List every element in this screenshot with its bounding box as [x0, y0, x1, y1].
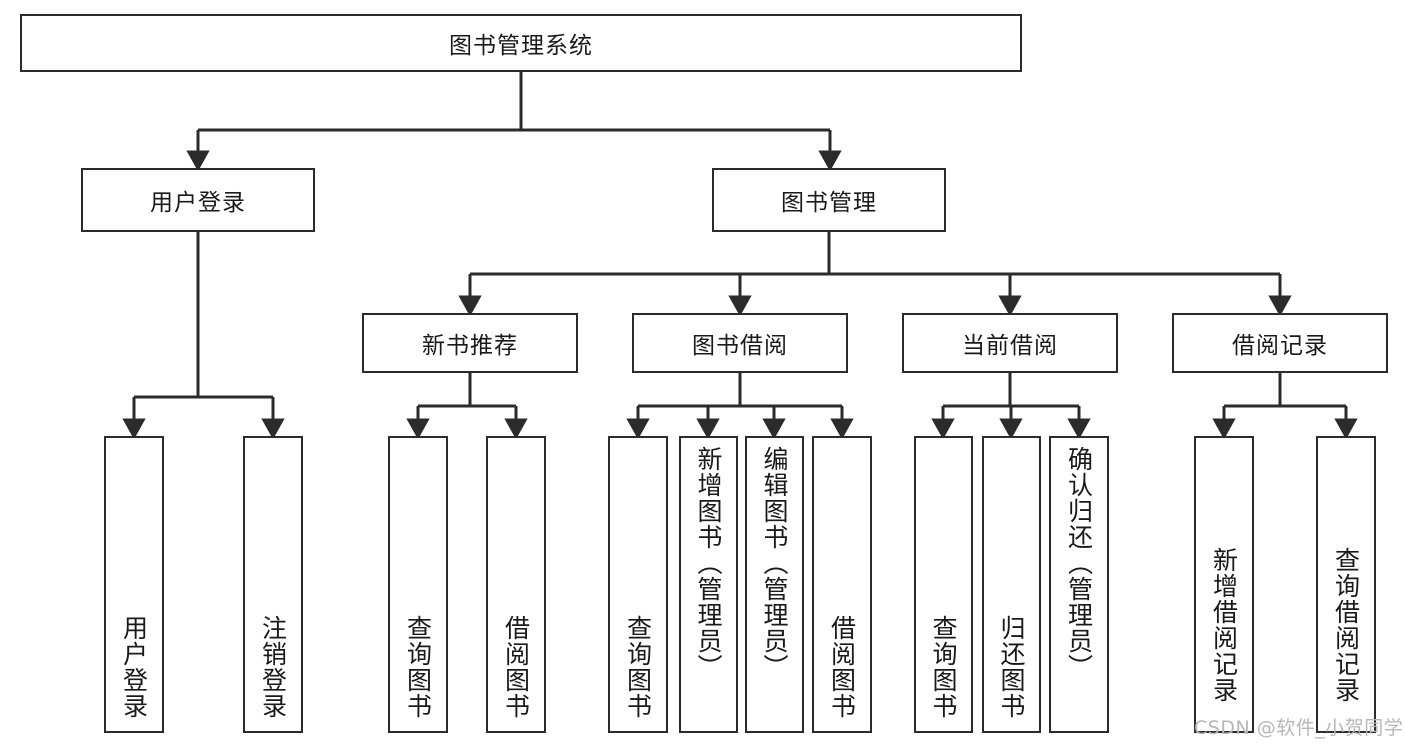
node-leaf-user-login[interactable]: 用户登录 — [104, 436, 164, 733]
node-leaf-edit-book[interactable]: 编辑图书（管理员） — [745, 436, 804, 733]
node-current-borrow[interactable]: 当前借阅 — [902, 313, 1118, 373]
node-user-login-label: 用户登录 — [150, 190, 246, 216]
node-leaf-logout-label: 注销登录 — [258, 615, 288, 719]
node-root-label: 图书管理系统 — [449, 33, 593, 59]
node-new-book-rec-label: 新书推荐 — [422, 333, 518, 359]
node-leaf-query-book-2-label: 查询图书 — [623, 615, 653, 719]
node-leaf-add-record-label: 新增借阅记录 — [1209, 547, 1239, 703]
node-book-borrow[interactable]: 图书借阅 — [632, 313, 848, 373]
node-leaf-borrow-book-1[interactable]: 借阅图书 — [486, 436, 546, 733]
node-root[interactable]: 图书管理系统 — [20, 14, 1022, 72]
node-leaf-query-record[interactable]: 查询借阅记录 — [1316, 436, 1376, 733]
node-book-borrow-label: 图书借阅 — [692, 333, 788, 359]
node-leaf-user-login-label: 用户登录 — [119, 615, 149, 719]
node-leaf-add-record[interactable]: 新增借阅记录 — [1194, 436, 1254, 733]
node-leaf-borrow-book-1-label: 借阅图书 — [501, 615, 531, 719]
node-borrow-record[interactable]: 借阅记录 — [1172, 313, 1388, 373]
node-leaf-confirm-return-label: 确认归还（管理员） — [1064, 446, 1094, 680]
node-leaf-add-book[interactable]: 新增图书（管理员） — [679, 436, 738, 733]
watermark-text: CSDN @软件_小贺同学 — [1194, 717, 1404, 739]
node-current-borrow-label: 当前借阅 — [962, 333, 1058, 359]
node-leaf-query-book-1[interactable]: 查询图书 — [388, 436, 448, 733]
node-leaf-query-book-3[interactable]: 查询图书 — [914, 436, 973, 733]
node-leaf-confirm-return[interactable]: 确认归还（管理员） — [1049, 436, 1109, 733]
node-borrow-record-label: 借阅记录 — [1232, 333, 1328, 359]
node-book-manage[interactable]: 图书管理 — [712, 168, 946, 232]
node-leaf-query-book-3-label: 查询图书 — [929, 615, 958, 719]
node-new-book-rec[interactable]: 新书推荐 — [362, 313, 578, 373]
node-leaf-query-book-2[interactable]: 查询图书 — [608, 436, 668, 733]
node-leaf-edit-book-label: 编辑图书（管理员） — [760, 446, 789, 680]
node-leaf-query-book-1-label: 查询图书 — [403, 615, 433, 719]
node-book-manage-label: 图书管理 — [781, 190, 877, 216]
node-leaf-borrow-book-2[interactable]: 借阅图书 — [812, 436, 872, 733]
node-user-login[interactable]: 用户登录 — [81, 168, 315, 232]
node-leaf-return-book-label: 归还图书 — [997, 615, 1026, 719]
node-leaf-logout[interactable]: 注销登录 — [243, 436, 303, 733]
node-leaf-return-book[interactable]: 归还图书 — [982, 436, 1041, 733]
node-leaf-add-book-label: 新增图书（管理员） — [694, 446, 723, 680]
node-leaf-query-record-label: 查询借阅记录 — [1331, 547, 1361, 703]
node-leaf-borrow-book-2-label: 借阅图书 — [827, 615, 857, 719]
